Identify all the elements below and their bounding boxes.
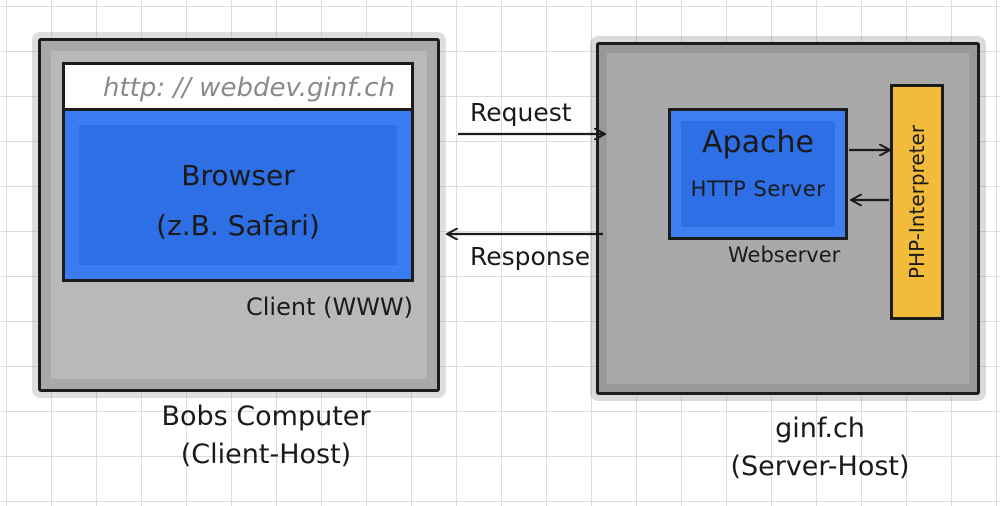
client-host-caption-line1: Bobs Computer: [161, 401, 371, 432]
client-host-caption: Bobs Computer (Client-Host): [150, 398, 382, 474]
response-label: Response: [470, 242, 591, 271]
client-host-caption-line2: (Client-Host): [180, 439, 352, 470]
apache-title: Apache: [702, 125, 814, 160]
browser-title: Browser: [181, 159, 295, 192]
request-label: Request: [470, 98, 572, 127]
apache-server-box: Apache HTTP Server: [668, 108, 848, 240]
webserver-label: Webserver: [728, 243, 841, 267]
php-interpreter-box: PHP-Interpreter: [890, 84, 944, 320]
apache-subtitle: HTTP Server: [690, 177, 826, 201]
url-bar: http: // webdev.ginf.ch: [62, 62, 414, 108]
browser-box: Browser (z.B. Safari): [62, 108, 414, 282]
server-host-caption-line2: (Server-Host): [730, 451, 910, 482]
server-host-caption-line1: ginf.ch: [775, 413, 865, 444]
server-host-caption: ginf.ch (Server-Host): [705, 410, 935, 486]
client-label: Client (WWW): [246, 293, 414, 321]
browser-example: (z.B. Safari): [156, 209, 320, 242]
